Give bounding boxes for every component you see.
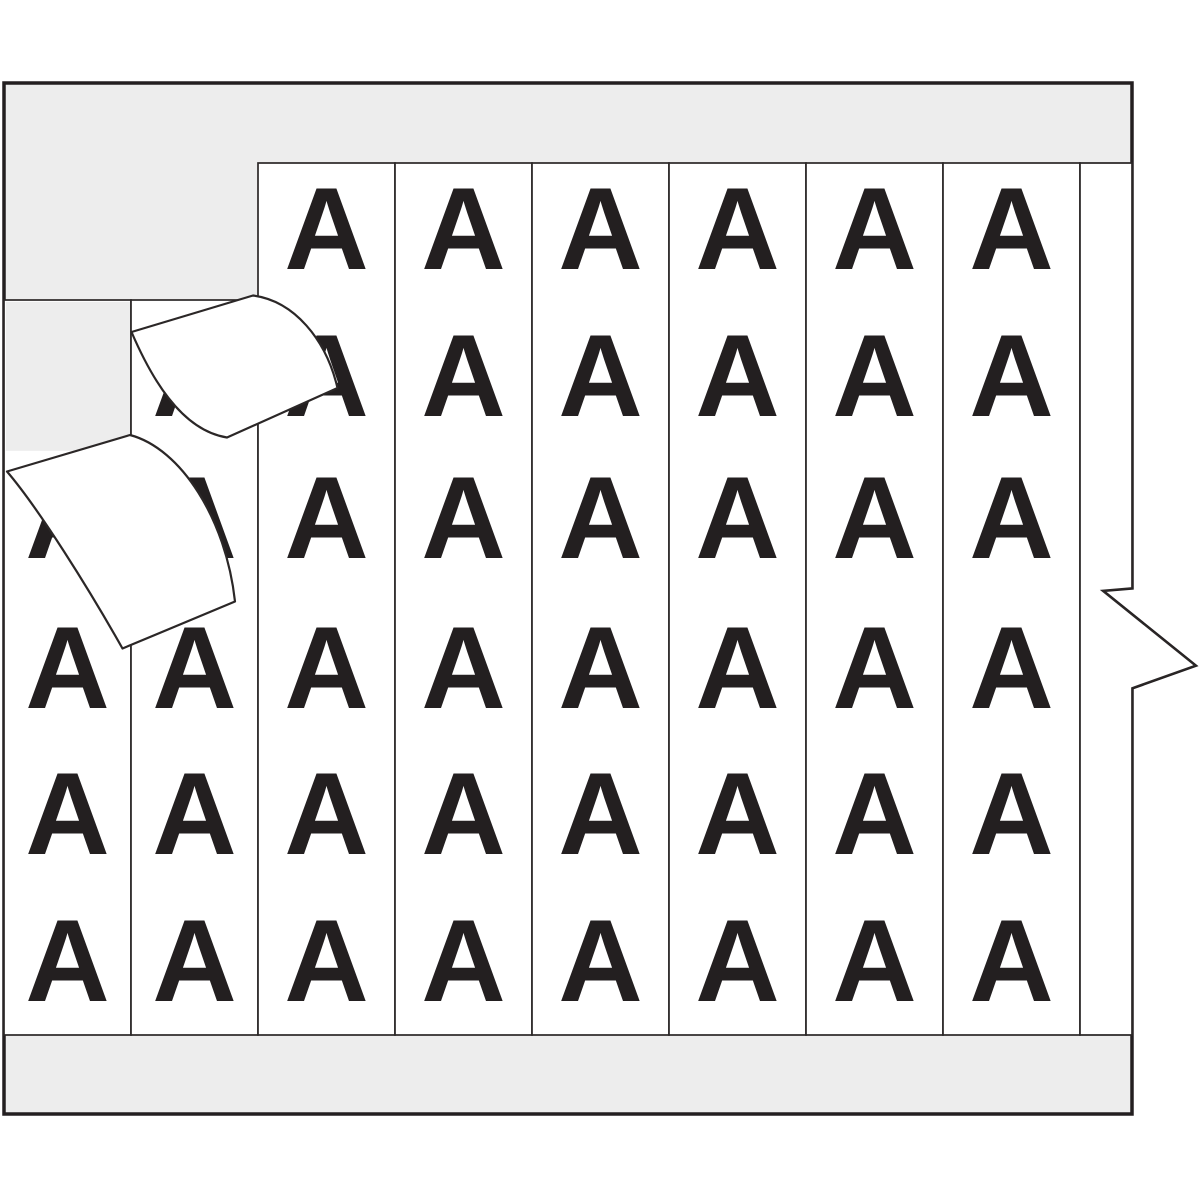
peeling-label-lower bbox=[5, 433, 237, 650]
marker-letter: A bbox=[284, 452, 369, 583]
marker-letter: A bbox=[969, 163, 1054, 294]
marker-letter: A bbox=[832, 748, 917, 879]
marker-letter: A bbox=[558, 602, 643, 733]
marker-letter: A bbox=[284, 602, 369, 733]
marker-letter: A bbox=[421, 163, 506, 294]
marker-letter: A bbox=[695, 163, 780, 294]
marker-letter: A bbox=[558, 452, 643, 583]
marker-letter: A bbox=[421, 895, 506, 1026]
strip-5 bbox=[531, 162, 670, 1036]
marker-letter: A bbox=[695, 748, 780, 879]
marker-strips bbox=[3, 162, 1081, 1036]
removed-label-cell bbox=[5, 301, 130, 451]
marker-letter: A bbox=[832, 163, 917, 294]
marker-letter: A bbox=[284, 748, 369, 879]
marker-letter: A bbox=[969, 310, 1054, 441]
strip-6 bbox=[668, 162, 807, 1036]
marker-letter: A bbox=[695, 895, 780, 1026]
marker-letter: A bbox=[284, 163, 369, 294]
strip-8 bbox=[942, 162, 1081, 1036]
marker-letter: A bbox=[25, 602, 110, 733]
strip-4 bbox=[394, 162, 533, 1036]
strip-9-partial bbox=[1079, 162, 1197, 1036]
marker-letter: A bbox=[969, 895, 1054, 1026]
marker-letter: A bbox=[284, 895, 369, 1026]
marker-letter: A bbox=[832, 602, 917, 733]
peeling-label-upper bbox=[130, 294, 339, 439]
marker-letter: A bbox=[832, 310, 917, 441]
marker-letter: A bbox=[558, 310, 643, 441]
marker-letter: A bbox=[558, 895, 643, 1026]
marker-letter: A bbox=[152, 748, 237, 879]
marker-letter: A bbox=[695, 310, 780, 441]
marker-letter: A bbox=[558, 748, 643, 879]
marker-letter: A bbox=[695, 452, 780, 583]
marker-letter: A bbox=[421, 452, 506, 583]
marker-letter: A bbox=[832, 895, 917, 1026]
marker-letter: A bbox=[152, 895, 237, 1026]
marker-letter: A bbox=[421, 310, 506, 441]
marker-letter: A bbox=[25, 748, 110, 879]
marker-letter: A bbox=[969, 602, 1054, 733]
marker-letter: A bbox=[695, 602, 780, 733]
marker-letter: A bbox=[558, 163, 643, 294]
strip-7 bbox=[805, 162, 944, 1036]
marker-letter: A bbox=[969, 748, 1054, 879]
marker-letter: A bbox=[25, 895, 110, 1026]
marker-letter: A bbox=[832, 452, 917, 583]
marker-letter: A bbox=[421, 602, 506, 733]
marker-letter: A bbox=[421, 748, 506, 879]
marker-letter: A bbox=[969, 452, 1054, 583]
